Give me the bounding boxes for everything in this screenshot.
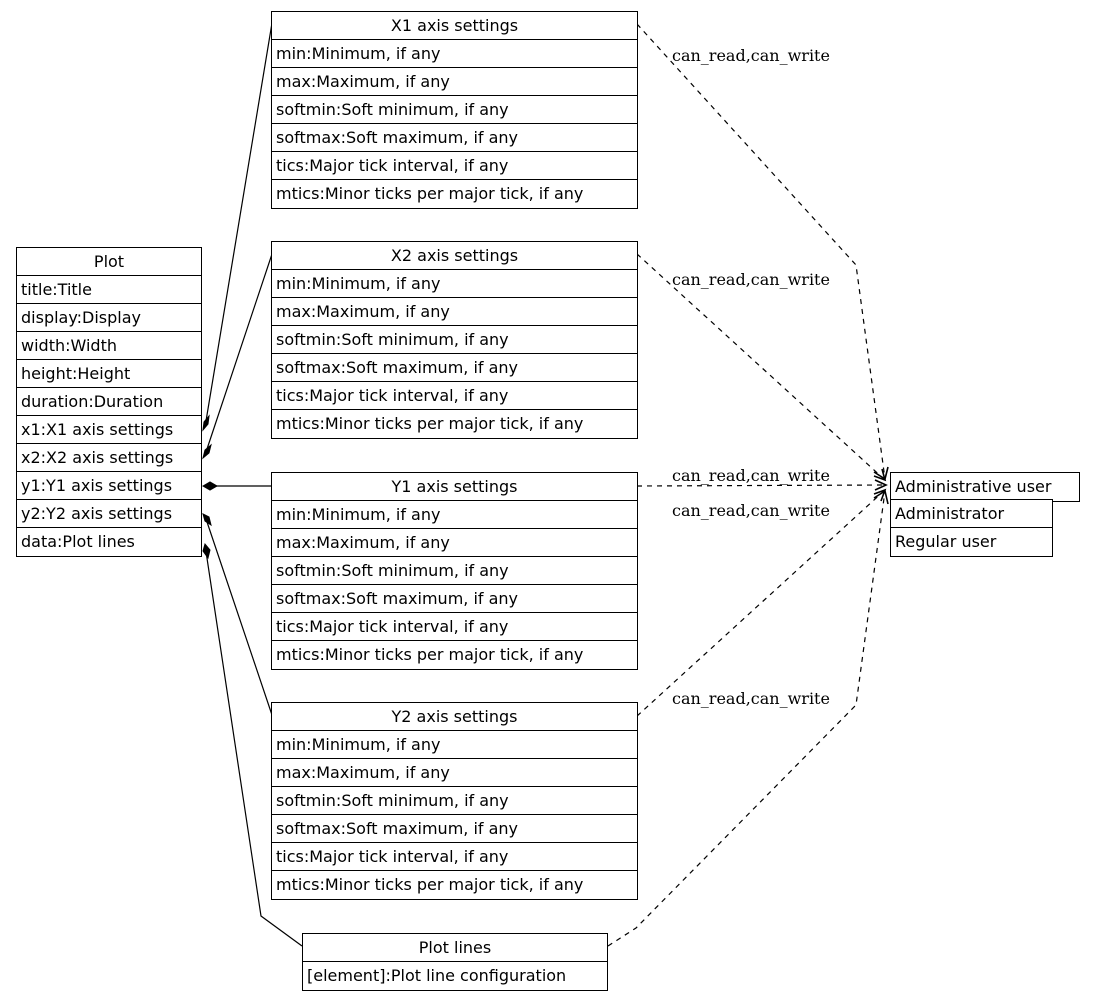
attribute-row: max:Maximum, if any [272, 529, 637, 557]
dependency-line-x1 [636, 23, 886, 480]
edge-label-plotlines: can_read,can_write [672, 689, 830, 708]
class-title-x2-axis: X2 axis settings [272, 242, 637, 270]
attribute-row: tics:Major tick interval, if any [272, 843, 637, 871]
attribute-row: min:Minimum, if any [272, 501, 637, 529]
class-title-plot: Plot [17, 248, 201, 276]
composition-diamond-plotlines [202, 542, 211, 560]
dependency-line-plotlines [607, 490, 886, 947]
attribute-row: softmin:Soft minimum, if any [272, 557, 637, 585]
composition-line-x2 [204, 253, 273, 456]
arrowhead-y1 [874, 479, 888, 491]
attribute-row: mtics:Minor ticks per major tick, if any [276, 645, 584, 664]
attribute-row: softmin:Soft minimum, if any [272, 326, 637, 354]
attribute-row: softmax:Soft maximum, if any [272, 585, 637, 613]
attribute-row: max:Maximum, if any [272, 759, 637, 787]
attribute-row: softmax:Soft maximum, if any [272, 124, 637, 152]
class-title-administrative-user: Administrative user [895, 477, 1052, 496]
role-row-regular-user: Regular user [895, 532, 997, 551]
attribute-row: min:Minimum, if any [272, 270, 637, 298]
attribute-row: duration:Duration [17, 388, 201, 416]
composition-diamond-x1 [202, 414, 210, 432]
dependency-arrowheads [873, 466, 889, 505]
attribute-row: y2:Y2 axis settings [17, 500, 201, 528]
class-box-x2-axis: X2 axis settings min:Minimum, if any max… [271, 241, 638, 439]
class-box-y1-axis: Y1 axis settings min:Minimum, if any max… [271, 472, 638, 670]
composition-line-plotlines [204, 544, 303, 947]
attribute-row: tics:Major tick interval, if any [272, 613, 637, 641]
attribute-row: min:Minimum, if any [272, 40, 637, 68]
class-title-plot-lines: Plot lines [303, 934, 607, 962]
class-title-y1-axis: Y1 axis settings [272, 473, 637, 501]
arrowhead-x2 [873, 468, 887, 482]
dependency-line-y1 [636, 484, 886, 487]
attribute-row: max:Maximum, if any [272, 298, 637, 326]
class-box-x1-axis: X1 axis settings min:Minimum, if any max… [271, 11, 638, 209]
composition-line-x1 [204, 22, 273, 428]
attribute-row: x1:X1 axis settings [17, 416, 201, 444]
attribute-row: softmin:Soft minimum, if any [272, 787, 637, 815]
class-box-plot-lines: Plot lines [element]:Plot line configura… [302, 933, 608, 991]
attribute-row: data:Plot lines [21, 532, 135, 551]
edge-label-x1: can_read,can_write [672, 46, 830, 65]
class-box-admin-roles: Administrator Regular user [890, 499, 1053, 557]
attribute-row: min:Minimum, if any [272, 731, 637, 759]
attribute-row: softmax:Soft maximum, if any [272, 815, 637, 843]
arrowhead-plotlines [873, 489, 889, 505]
attribute-row: softmin:Soft minimum, if any [272, 96, 637, 124]
attribute-row: softmax:Soft maximum, if any [272, 354, 637, 382]
attribute-row: [element]:Plot line configuration [307, 966, 567, 985]
attribute-row: width:Width [17, 332, 201, 360]
class-title-x1-axis: X1 axis settings [272, 12, 637, 40]
attribute-row: height:Height [17, 360, 201, 388]
class-title-y2-axis: Y2 axis settings [272, 703, 637, 731]
attribute-row: tics:Major tick interval, if any [272, 382, 637, 410]
arrowhead-y2 [873, 488, 887, 502]
edge-label-y1: can_read,can_write [672, 466, 830, 485]
composition-diamond-y1 [201, 481, 219, 491]
composition-line-y2 [204, 515, 273, 716]
composition-diamond-x2 [202, 443, 212, 460]
role-row-administrator: Administrator [891, 500, 1052, 528]
class-box-administrative-user: Administrative user [890, 472, 1080, 502]
attribute-row: y1:Y1 axis settings [17, 472, 201, 500]
attribute-row: mtics:Minor ticks per major tick, if any [276, 875, 584, 894]
composition-diamond-y2 [202, 513, 212, 527]
class-box-plot: Plot title:Title display:Display width:W… [16, 247, 202, 557]
dependency-line-y2 [636, 489, 886, 717]
attribute-row: tics:Major tick interval, if any [272, 152, 637, 180]
edge-label-x2: can_read,can_write [672, 270, 830, 289]
attribute-row: display:Display [17, 304, 201, 332]
attribute-row: max:Maximum, if any [272, 68, 637, 96]
edge-label-y2: can_read,can_write [672, 501, 830, 520]
attribute-row: title:Title [17, 276, 201, 304]
attribute-row: mtics:Minor ticks per major tick, if any [276, 414, 584, 433]
attribute-row: mtics:Minor ticks per major tick, if any [276, 184, 584, 203]
attribute-row: x2:X2 axis settings [17, 444, 201, 472]
class-box-y2-axis: Y2 axis settings min:Minimum, if any max… [271, 702, 638, 900]
